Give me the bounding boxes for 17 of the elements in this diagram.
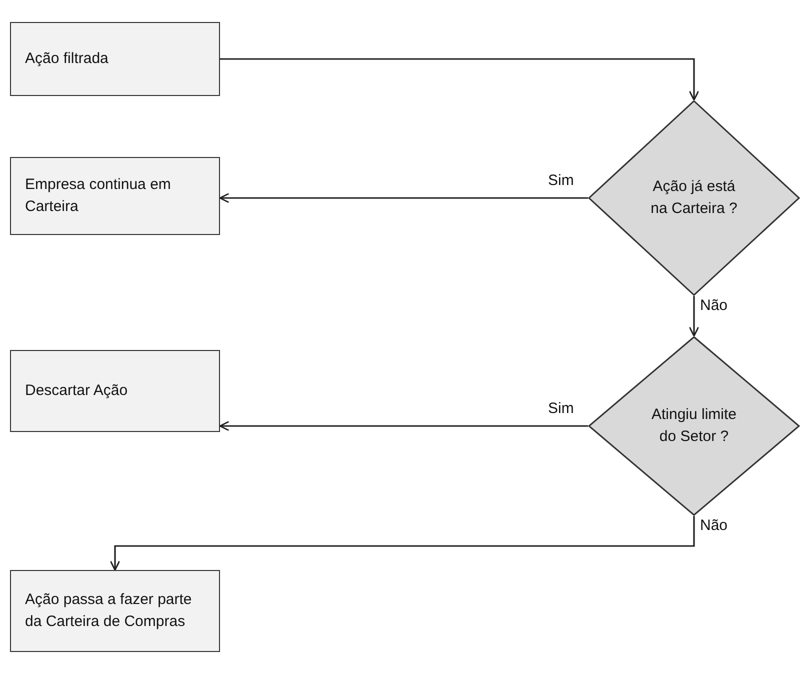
process-box	[10, 22, 220, 96]
decision-question: Atingiu limite do Setor ?	[650, 405, 738, 447]
arrow	[110, 516, 695, 571]
process-box	[10, 157, 220, 235]
process-box	[10, 350, 220, 432]
arrow	[688, 296, 700, 337]
decision-question: Ação já está na Carteira ?	[650, 177, 738, 219]
arrow	[220, 58, 700, 101]
arrow	[219, 192, 588, 204]
decision-diamond	[588, 336, 800, 516]
step-label: Ação passa a fazer parte da Carteira de Compras	[24, 590, 193, 632]
decision-diamond	[588, 100, 800, 296]
step-label: Descartar Ação	[24, 381, 129, 402]
process-box	[10, 570, 220, 652]
step-label: Ação filtrada	[24, 49, 110, 70]
arrow	[219, 420, 588, 432]
step-label: Empresa continua em Carteira	[24, 175, 172, 217]
